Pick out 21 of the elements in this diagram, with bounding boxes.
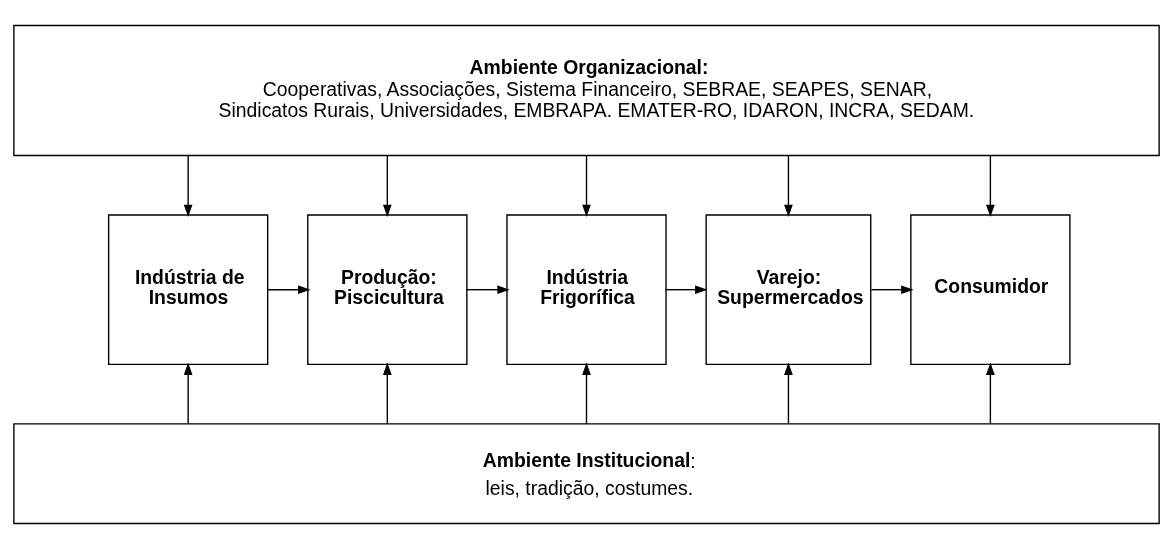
node-box: Indústria de Insumos: [107, 213, 269, 365]
arrow: [664, 284, 708, 294]
node-box: Produção: Piscicultura: [307, 213, 468, 365]
arrow: [382, 361, 392, 424]
arrow: [986, 154, 995, 217]
arrow: [582, 154, 591, 217]
node-box: Indústria Frigorífica: [506, 213, 667, 365]
arrow: [382, 154, 392, 217]
arrow: [183, 154, 193, 217]
arrow: [266, 284, 311, 294]
arrow: [183, 361, 193, 424]
arrow: [986, 361, 995, 424]
node-box: Consumidor: [910, 213, 1071, 365]
arrow: [784, 154, 793, 217]
node-box: Varejo: Supermercados: [705, 213, 872, 365]
arrow: [870, 284, 914, 294]
arrow: [784, 361, 793, 424]
node-box: Ambiente Organizacional: Cooperativas, Associações, Sistema Financeiro, SEBRAE, SEAPES, SENAR, Sindicatos Rurais, Universidades, EMBRAPA. EMATER-RO, IDARON, INCRA, SEDAM.: [13, 24, 1160, 156]
node-box: Ambiente Institucional: leis, tradição, costumes.: [13, 422, 1160, 524]
arrow: [465, 284, 510, 294]
arrow: [582, 361, 591, 424]
